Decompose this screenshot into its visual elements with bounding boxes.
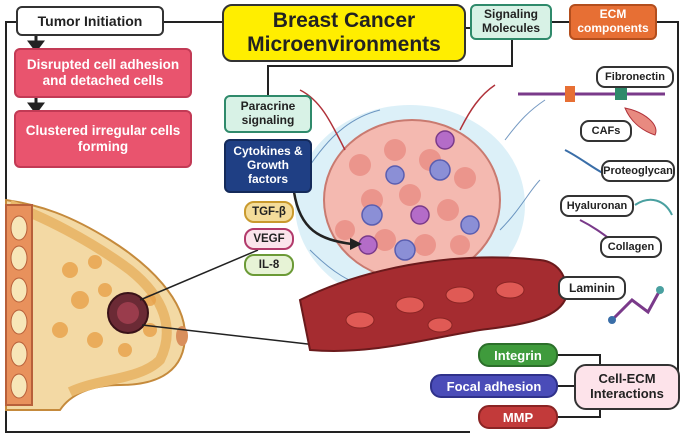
diagram-title: Breast Cancer Microenvironments bbox=[222, 4, 466, 62]
ecm-label-collagen: Collagen bbox=[600, 236, 662, 258]
ecm-label-fibronectin: Fibronectin bbox=[596, 66, 674, 88]
cell-ecm-interactions-box: Cell-ECM Interactions bbox=[574, 364, 680, 410]
il8-pill: IL-8 bbox=[244, 254, 294, 276]
title-line-1: Breast Cancer bbox=[272, 8, 416, 32]
tumor-initiation-box: Tumor Initiation bbox=[16, 6, 164, 36]
cytokines-growth-factors-box: Cytokines & Growth factors bbox=[224, 139, 312, 193]
ecm-label-proteoglycan: Proteoglycan bbox=[601, 160, 675, 182]
integrin-pill: Integrin bbox=[478, 343, 558, 367]
flow-arrows bbox=[27, 36, 45, 115]
clustered-cells-box: Clustered irregular cells forming bbox=[14, 110, 192, 168]
vegf-pill: VEGF bbox=[244, 228, 294, 250]
mmp-pill: MMP bbox=[478, 405, 558, 429]
disrupted-adhesion-box: Disrupted cell adhesion and detached cel… bbox=[14, 48, 192, 98]
ecm-label-cafs: CAFs bbox=[580, 120, 632, 142]
focal-adhesion-pill: Focal adhesion bbox=[430, 374, 558, 398]
ecm-label-laminin: Laminin bbox=[558, 276, 626, 300]
ecm-label-hyaluronan: Hyaluronan bbox=[560, 195, 634, 217]
ecm-components-box: ECM components bbox=[569, 4, 657, 40]
paracrine-signaling-box: Paracrine signaling bbox=[224, 95, 312, 133]
ecm-glyphs bbox=[518, 86, 673, 324]
tumor-cluster-illustration bbox=[292, 84, 568, 352]
title-line-2: Microenvironments bbox=[247, 33, 441, 56]
tgf-beta-pill: TGF-β bbox=[244, 201, 294, 223]
signaling-molecules-box: Signaling Molecules bbox=[470, 4, 552, 40]
breast-illustration bbox=[5, 198, 361, 411]
